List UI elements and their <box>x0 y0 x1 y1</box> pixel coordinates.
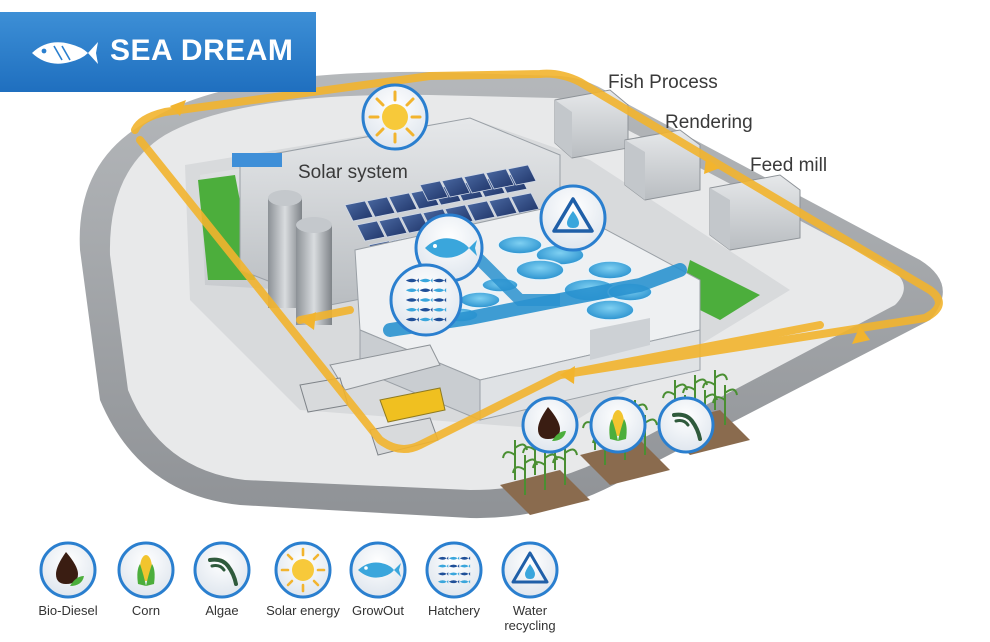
building-rendering <box>624 129 701 201</box>
badge-oil-drop-icon <box>521 396 579 454</box>
brand-title: SEA DREAM <box>110 34 294 67</box>
badge-fish-school-icon <box>389 263 463 337</box>
legend-item-water-recycling: Water recycling <box>490 540 570 640</box>
sun-icon <box>274 541 332 599</box>
water-recycle-icon <box>501 541 559 599</box>
legend-label: Solar energy <box>266 603 340 618</box>
badge-water-recycle-icon <box>539 184 607 252</box>
legend-label: Water recycling <box>504 603 556 633</box>
building-feed-mill <box>709 174 801 251</box>
legend-item-corn: Corn <box>106 540 186 640</box>
legend-item-algae: Algae <box>182 540 262 640</box>
fish-icon <box>32 42 98 64</box>
badge-algae-icon <box>657 396 715 454</box>
legend-label: Algae <box>205 603 239 618</box>
building-fish-process <box>554 89 629 159</box>
label-feed-mill: Feed mill <box>750 155 828 176</box>
blue-sign <box>232 153 282 167</box>
oil-drop-icon <box>39 541 97 599</box>
label-solar-system: Solar system <box>298 162 408 183</box>
fish-school-icon <box>425 541 483 599</box>
legend-item-growout: GrowOut <box>338 540 418 640</box>
fish-icon <box>349 541 407 599</box>
corn-icon <box>117 541 175 599</box>
legend-label: Bio-Diesel <box>38 603 98 618</box>
flow-arrowheads <box>170 100 870 384</box>
legend-item-hatchery: Hatchery <box>414 540 494 640</box>
silos <box>268 190 332 325</box>
label-rendering: Rendering <box>665 112 753 133</box>
legend-label: GrowOut <box>351 603 404 618</box>
legend: Bio-Diesel Corn Algae Solar <box>30 540 630 640</box>
badge-sun-icon <box>361 83 429 151</box>
label-fish-process: Fish Process <box>608 72 718 93</box>
legend-label: Hatchery <box>427 603 481 618</box>
legend-item-solar-energy: Solar energy <box>260 540 346 640</box>
algae-icon <box>193 541 251 599</box>
badge-corn-icon <box>589 396 647 454</box>
legend-item-bio-diesel: Bio-Diesel <box>28 540 108 640</box>
brand-banner: SEA DREAM <box>0 12 316 92</box>
legend-label: Corn <box>131 603 161 618</box>
